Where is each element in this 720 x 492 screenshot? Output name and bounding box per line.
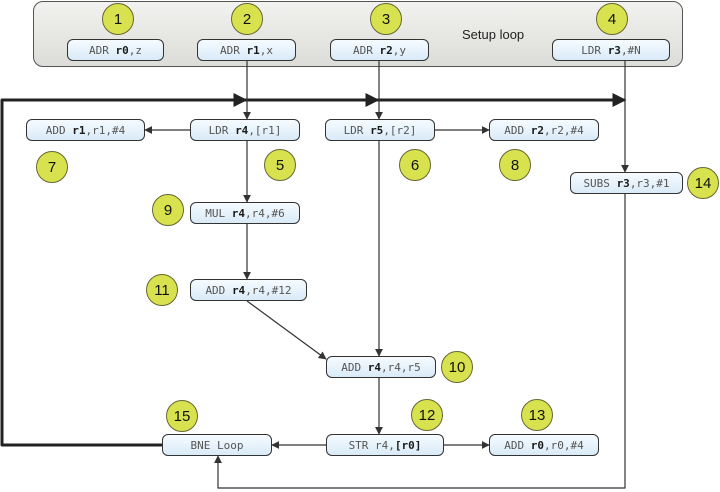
instr-operands: ,r4,#6 [245,206,285,220]
instr-op: ADD [45,123,73,137]
wire-subs-flags-to-bne [214,194,626,489]
loop-back-wire [0,93,248,447]
instr-dst: [r0] [394,438,422,452]
instr-add-r2: ADD r2,r2,#4 [489,119,599,141]
instr-op: LDR [581,43,608,57]
instr-operands: ,[r1] [248,123,282,137]
instr-op: ADD [504,123,531,137]
step-badge-15: 15 [166,400,198,432]
setup-loop-label: Setup loop [462,27,525,42]
instr-dst: r2 [379,43,393,57]
step-badge-3: 3 [370,3,402,35]
instr-op: ADR [220,43,247,57]
step-badge-7: 7 [36,151,68,183]
instr-adr-r1: ADR r1,x [197,39,296,61]
instr-dst: r4 [231,283,246,297]
instr-dst: r4 [367,360,381,374]
step-badge-14: 14 [687,167,719,199]
instr-operands: ,r4,r5 [381,360,421,374]
instr-op: ADR [353,43,380,57]
instr-dst: r0 [530,438,544,452]
instr-add-r1: ADD r1,r1,#4 [26,119,145,141]
instr-operands: ,r3,#1 [629,176,670,190]
step-badge-8: 8 [499,149,531,181]
wire-add12-to-add-r5 [246,300,327,360]
instr-operands: ,#N [620,43,641,57]
instr-subs-r3: SUBS r3,r3,#1 [570,172,683,194]
instr-str-r4: STR r4,[r0] [326,434,444,456]
step-badge-4: 4 [596,3,628,35]
instr-op: STR r4, [348,438,395,452]
instr-op: ADD [205,283,232,297]
instr-dst: r1 [246,43,260,57]
instr-op: SUBS [583,176,617,190]
step-badge-13: 13 [521,399,553,431]
instr-bne-loop: BNE Loop [162,434,272,456]
step-badge-2: 2 [231,3,263,35]
instr-operands: ,x [259,43,273,57]
step-badge-5: 5 [264,149,296,181]
step-badge-6: 6 [399,149,431,181]
instr-operands: ,r0,#4 [544,438,584,452]
instr-dst: r4 [231,206,245,220]
instr-ldr-r4: LDR r4,[r1] [190,119,300,141]
instr-operands: ,y [392,43,406,57]
instr-op: MUL [205,206,232,220]
instr-dst: r3 [616,176,630,190]
instr-op: BNE Loop [190,438,244,452]
instr-operands: ,r1,#4 [85,123,126,137]
instr-op: ADD [504,438,531,452]
instr-adr-r0: ADR r0,z [67,39,164,61]
instr-add-r0: ADD r0,r0,#4 [489,434,599,456]
step-badge-11: 11 [146,274,178,306]
instr-mul-r4: MUL r4,r4,#6 [190,202,300,224]
instr-ldr-r5: LDR r5,[r2] [325,119,435,141]
step-badge-9: 9 [152,194,184,226]
instr-add-r4-r5: ADD r4,r4,r5 [326,356,436,378]
step-badge-1: 1 [102,3,134,35]
instr-dst: r3 [607,43,621,57]
instr-operands: ,[r2] [383,123,417,137]
instr-dst: r1 [72,123,86,137]
instr-op: ADD [341,360,368,374]
instr-operands: ,r2,#4 [544,123,584,137]
instr-ldr-r3: LDR r3,#N [552,39,670,61]
instr-op: ADR [89,43,116,57]
instr-operands: ,r4,#12 [245,283,292,297]
step-badge-12: 12 [411,399,443,431]
instr-dst: r4 [235,123,249,137]
instr-operands: ,z [128,43,142,57]
instr-dst: r0 [115,43,129,57]
instr-add-r4-12: ADD r4,r4,#12 [190,279,307,301]
instr-adr-r2: ADR r2,y [330,39,429,61]
instr-op: LDR [208,123,236,137]
instr-dst: r5 [370,123,384,137]
instr-dst: r2 [530,123,544,137]
instr-op: LDR [343,123,371,137]
step-badge-10: 10 [441,351,473,383]
